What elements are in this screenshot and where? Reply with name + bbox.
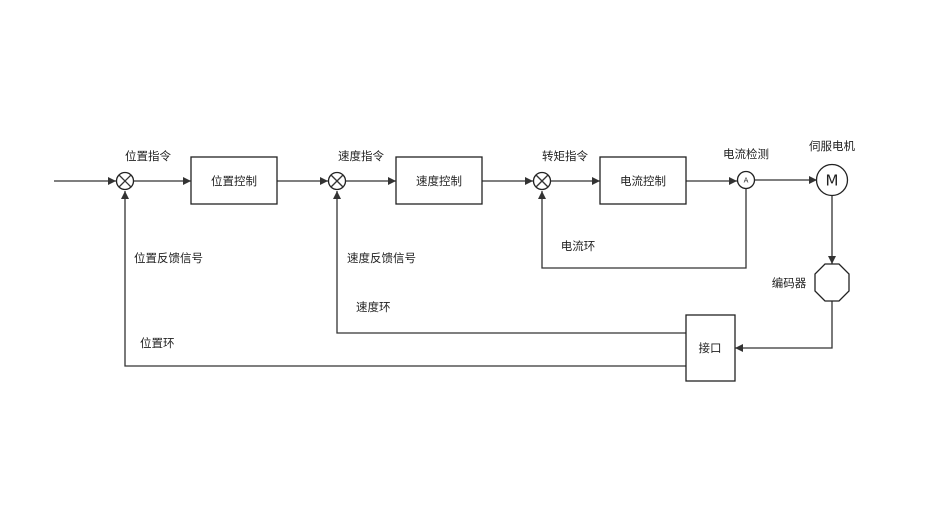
current-loop-line [538, 189, 747, 269]
position-summing-junction [115, 171, 135, 191]
speed-command-label: 速度指令 [338, 149, 384, 163]
position-loop-line [121, 191, 686, 367]
arrow-encoder-to-interface [735, 301, 833, 352]
torque-command-label: 转矩指令 [542, 149, 588, 163]
current-control-block: 电流控制 [599, 156, 687, 205]
current-control-label: 电流控制 [620, 174, 666, 188]
speed-control-label: 速度控制 [416, 174, 462, 188]
motor-symbol: M [826, 172, 839, 190]
servo-motor-label: 伺服电机 [809, 139, 855, 153]
speed-summing-junction [327, 171, 347, 191]
current-loop-label: 电流环 [561, 239, 596, 253]
speed-loop-line [333, 191, 686, 334]
encoder-octagon [814, 263, 850, 302]
interface-block: 接口 [685, 314, 736, 382]
speed-control-block: 速度控制 [395, 156, 483, 205]
torque-summing-junction [532, 171, 552, 191]
position-loop-label: 位置环 [140, 336, 175, 350]
position-control-label: 位置控制 [211, 174, 257, 188]
encoder-label: 编码器 [772, 276, 807, 290]
speed-loop-label: 速度环 [356, 300, 391, 314]
current-sensor-symbol: A [744, 177, 749, 185]
interface-label: 接口 [699, 341, 722, 355]
servo-motor: M [815, 163, 849, 197]
current-sensor: A [736, 170, 756, 190]
position-command-label: 位置指令 [125, 149, 171, 163]
position-control-block: 位置控制 [190, 156, 278, 205]
current-detection-label: 电流检测 [723, 147, 769, 161]
speed-feedback-label: 速度反馈信号 [347, 251, 416, 265]
position-feedback-label: 位置反馈信号 [134, 251, 203, 265]
